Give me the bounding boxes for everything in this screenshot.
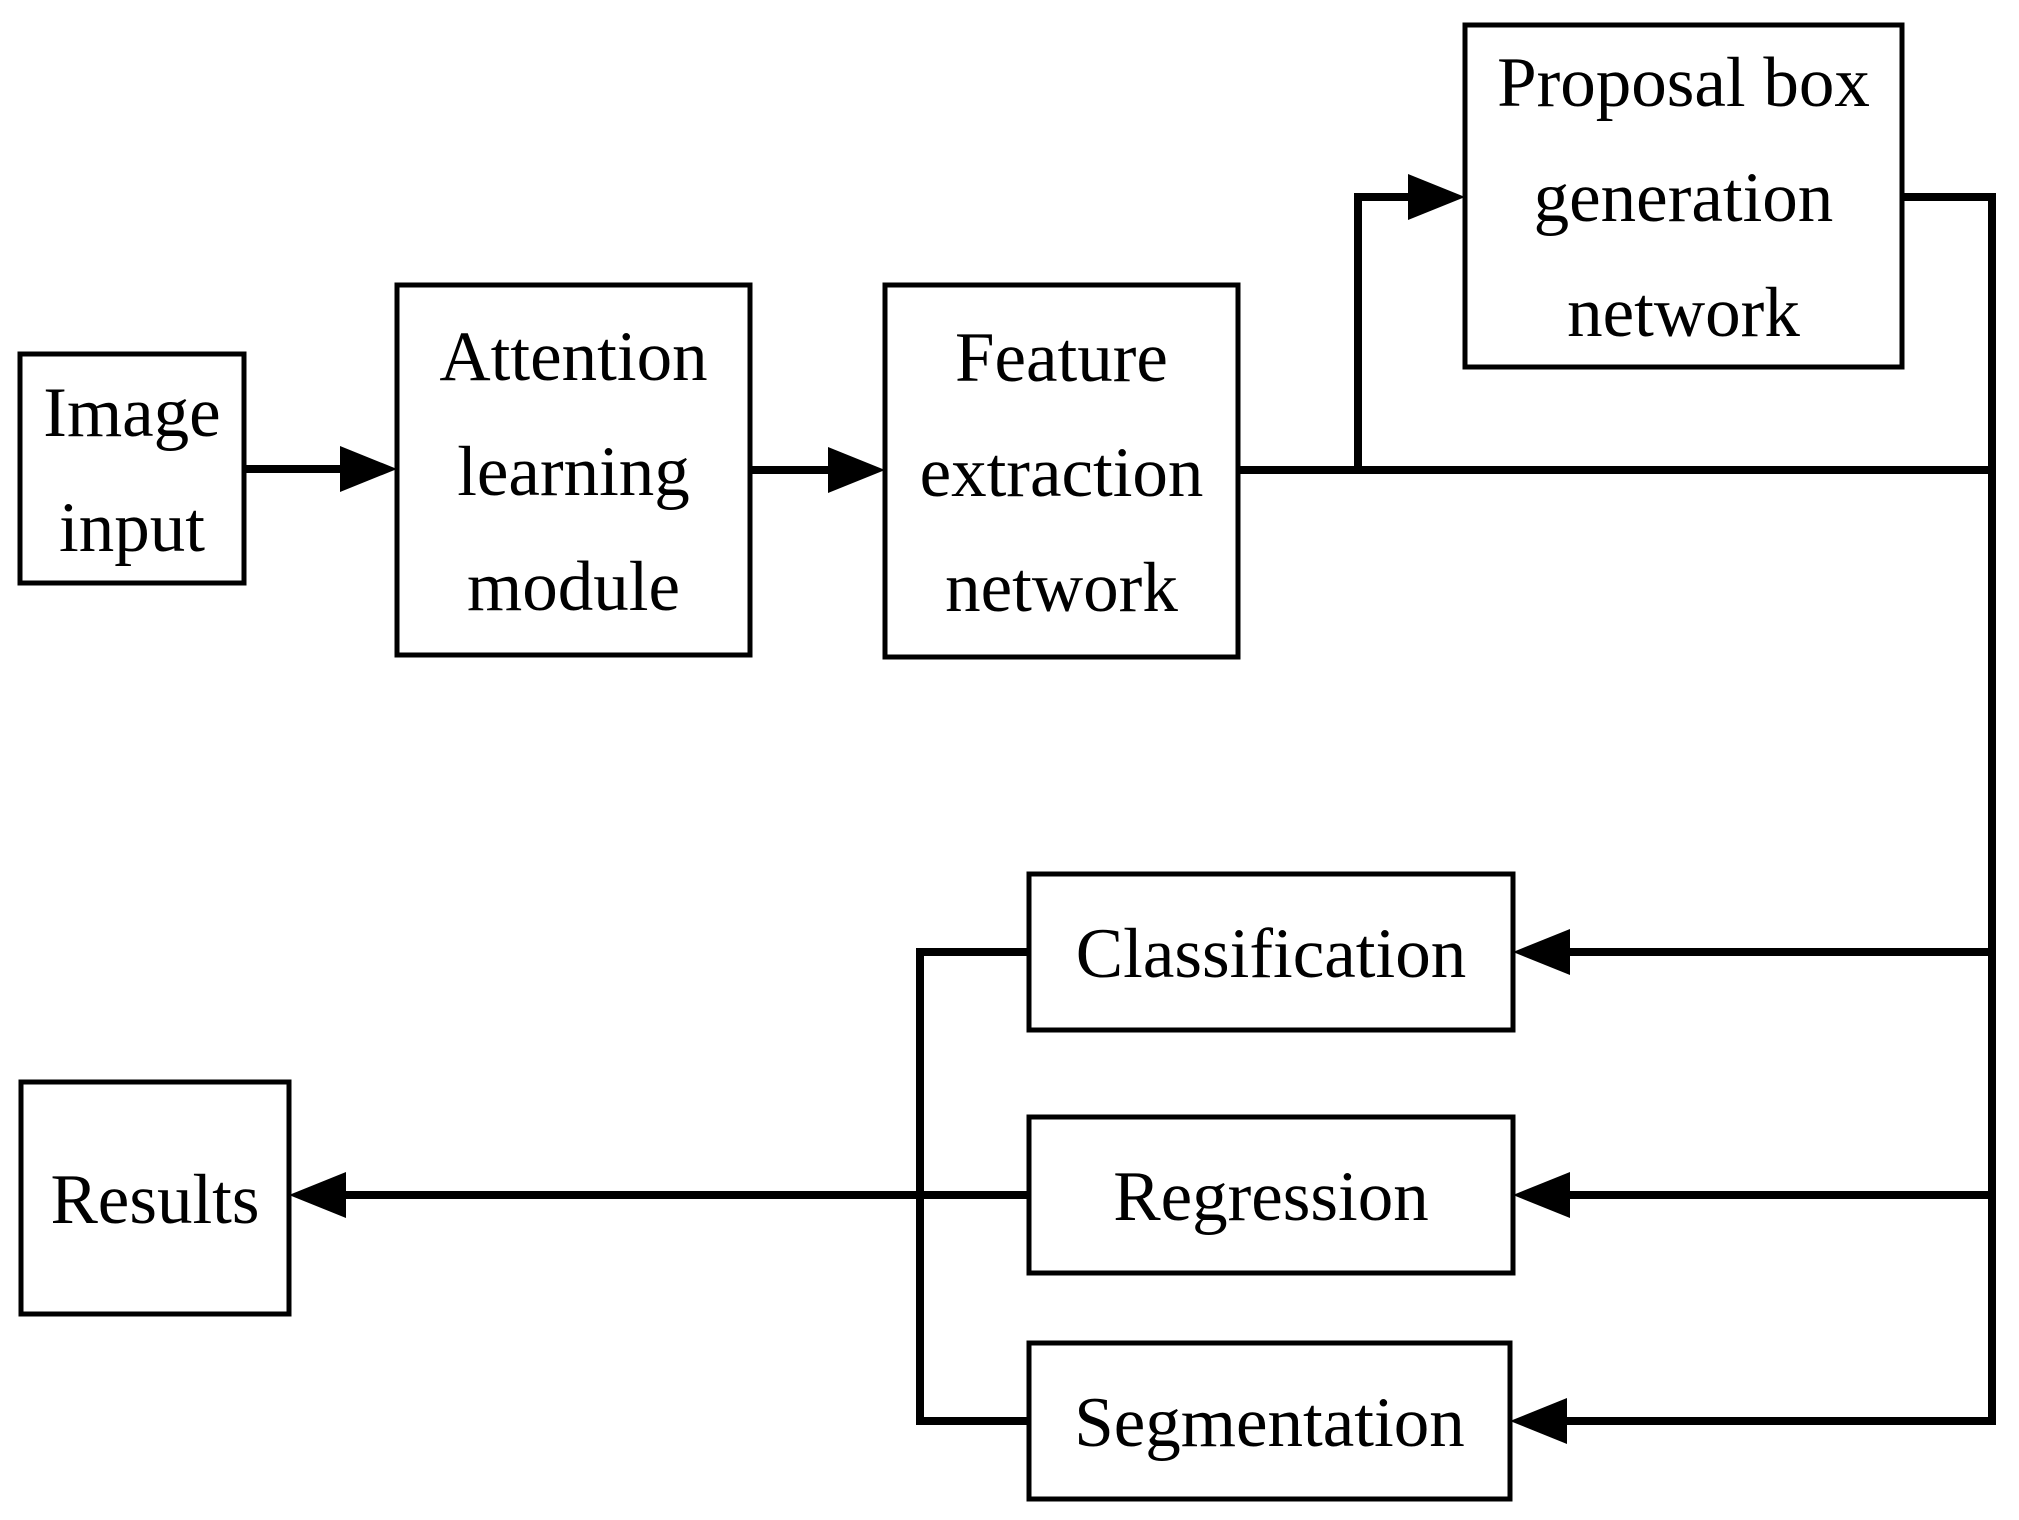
connector-proposal-to-segmentation-rail	[1562, 193, 1996, 1425]
arrowhead-rail-to-regression	[1513, 1172, 1570, 1218]
arrowhead-feature-to-proposal	[1408, 174, 1465, 220]
node-label-feature: Feature extraction network	[920, 319, 1204, 627]
connector-heads-collector	[916, 948, 1029, 1425]
node-label-line: Proposal box	[1497, 44, 1870, 122]
node-label-line: input	[59, 489, 205, 567]
node-box-classification	[1026, 871, 1516, 1033]
node-box-feature	[882, 282, 1241, 660]
node-label-line: Attention	[439, 318, 707, 396]
node-label-attention: Attention learning module	[439, 318, 707, 626]
node-image-input: Image input	[17, 351, 247, 586]
node-box-results	[18, 1079, 292, 1317]
arrowhead-rail-to-classification	[1513, 929, 1570, 975]
arrowhead-attention-to-feature	[828, 447, 885, 493]
node-label-line: network	[1567, 274, 1800, 352]
node-label-line: learning	[457, 433, 690, 511]
arrowhead-image-to-attention	[340, 446, 397, 492]
node-attention: Attention learning module	[394, 282, 753, 658]
node-box-attention	[394, 282, 753, 658]
node-label-line: Regression	[1113, 1158, 1429, 1236]
node-label-line: Classification	[1076, 915, 1466, 993]
node-label-line: module	[467, 548, 680, 626]
node-segmentation: Segmentation	[1026, 1340, 1513, 1502]
node-label-proposal: Proposal box generation network	[1497, 44, 1870, 352]
node-box-segmentation	[1026, 1340, 1513, 1502]
node-label-line: Segmentation	[1074, 1384, 1464, 1462]
node-feature: Feature extraction network	[882, 282, 1241, 660]
node-results: Results	[18, 1079, 292, 1317]
node-label-line: extraction	[920, 434, 1204, 512]
node-proposal: Proposal box generation network	[1462, 22, 1905, 370]
node-label-line: generation	[1534, 159, 1834, 237]
node-label-results: Results	[50, 1161, 259, 1239]
node-box-regression	[1026, 1114, 1516, 1276]
node-box-image-input	[17, 351, 247, 586]
node-label-line: Results	[50, 1161, 259, 1239]
node-box-proposal	[1462, 22, 1905, 370]
connector-feature-to-proposal	[1354, 193, 1413, 474]
node-label-classification: Classification	[1076, 915, 1466, 993]
node-label-line: Image	[43, 374, 220, 452]
node-label-line: Feature	[955, 319, 1168, 397]
node-regression: Regression	[1026, 1114, 1516, 1276]
arrowhead-collector-to-results	[289, 1172, 346, 1218]
node-label-image-input: Image input	[43, 374, 220, 567]
arrowhead-proposal-to-segmentation-rail	[1510, 1398, 1567, 1444]
node-label-line: network	[945, 549, 1178, 627]
node-classification: Classification	[1026, 871, 1516, 1033]
node-label-regression: Regression	[1113, 1158, 1429, 1236]
node-label-segmentation: Segmentation	[1074, 1384, 1464, 1462]
